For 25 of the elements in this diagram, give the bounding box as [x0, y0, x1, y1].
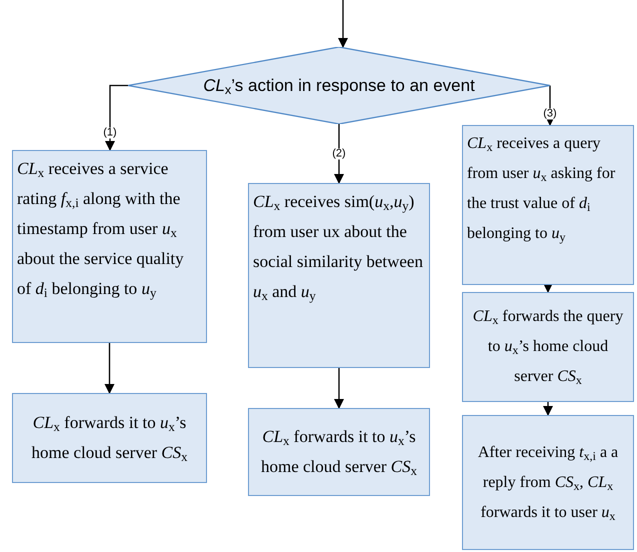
- process-box: [12, 393, 207, 483]
- arrow: [338, 0, 348, 48]
- process-box: [462, 125, 634, 285]
- arrow: [545, 86, 555, 126]
- arrow: [543, 402, 553, 416]
- process-text: CL$_{x}$ receives a service rating f$_{x,i}$ along with the timestamp from user u$_{x}$ about the service quality of d$_{i}$ belonging to u$_{y}$: [17, 158, 185, 302]
- arrow: [334, 368, 344, 409]
- process-text: CL$_{x}$ forwards the query to u$_{x}$’s home cloud server CS$_{x}$: [472, 307, 624, 389]
- process-text: CL$_{x}$ receives a query from user u$_{x}$ asking for the trust value of d$_{i}$ belonging to u$_{y}$: [467, 134, 616, 246]
- process-text: CL$_{x}$ receives sim(u$_{x}$,u$_{y}$) from user ux about the social similarity between u$_{x}$ and u$_{y}$: [253, 191, 424, 306]
- process-box: [248, 408, 430, 496]
- process-text: CL$_{x}$ forwards it to u$_{x}$’s home cloud server CS$_{x}$: [30, 412, 189, 466]
- process-text: After receiving t$_{x,i}$ a a reply from CS$_{x}$, CL$_{x}$ forwards it to user u$_{x}$: [476, 442, 620, 524]
- arrow: [334, 124, 344, 184]
- process-box: [462, 415, 634, 550]
- process-box: [462, 292, 634, 402]
- arrow: [543, 283, 553, 293]
- decision-text: CL$_{x}$’s action in response to an event: [203, 74, 475, 98]
- process-box: [12, 150, 207, 343]
- edge-label: (1): [102, 128, 118, 138]
- process-text: CL$_{x}$ forwards it to u$_{x}$’s home cloud server CS$_{x}$: [260, 426, 418, 480]
- edge-label: (2): [331, 148, 347, 160]
- process-box: [248, 183, 430, 368]
- arrow: [105, 84, 128, 151]
- arrow: [104, 343, 114, 394]
